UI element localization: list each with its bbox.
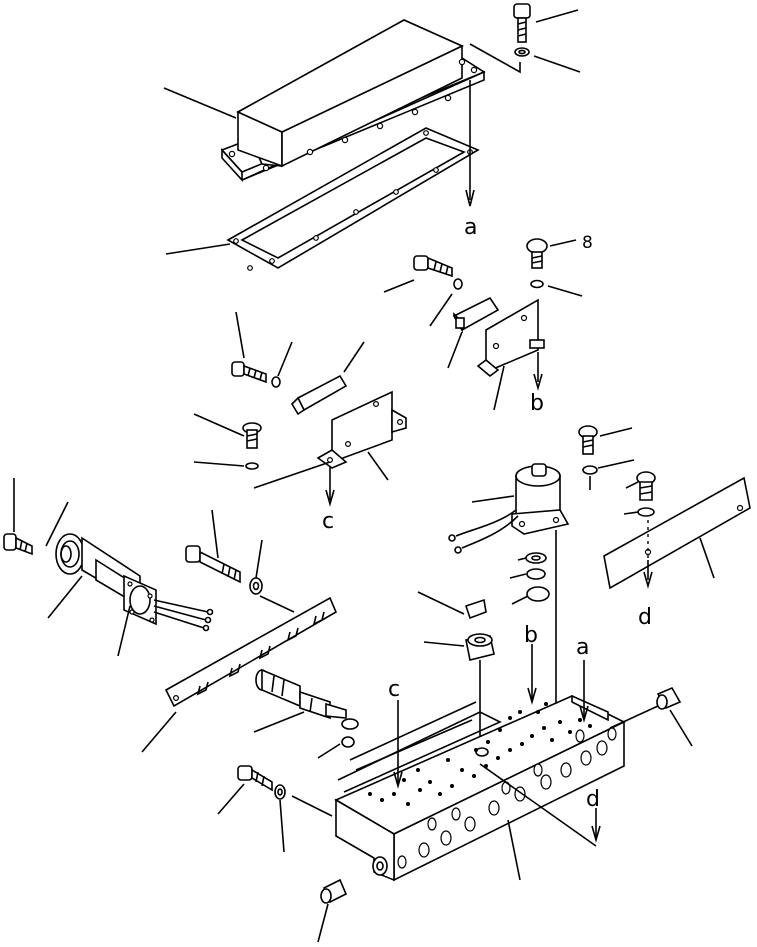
label-b-top: b [530, 391, 544, 416]
top-cover [220, 19, 486, 183]
valve-body [334, 694, 626, 882]
label-c-base: c [388, 677, 400, 702]
fitting-right [656, 686, 682, 710]
leader-lines-c [193, 311, 389, 481]
solenoid [448, 463, 570, 554]
label-d-top: d [638, 605, 652, 630]
label-c-top: c [322, 509, 334, 534]
leader-lines [163, 9, 581, 255]
label-d-base: d [586, 787, 600, 812]
bolt-right-mid [578, 425, 598, 475]
label-a-top: a [464, 215, 477, 240]
o-rings [525, 552, 550, 602]
label-b-base: b [524, 623, 538, 648]
leader-lines-sol [471, 427, 635, 722]
gasket [226, 127, 480, 271]
connector-bolt-left [3, 533, 33, 556]
middle-bracket [316, 390, 407, 469]
long-bolt [185, 545, 263, 595]
leader-lines-b [383, 239, 583, 411]
bolt-mid-left [231, 361, 281, 388]
cover-plate-d [603, 476, 751, 590]
bolt-plate-d [636, 471, 656, 517]
fitting-bottom [320, 878, 348, 904]
leader-lines-base [217, 783, 521, 881]
bolt-right-upper [413, 255, 463, 290]
bolt-base [237, 765, 286, 800]
valve-spool [255, 668, 359, 748]
bolt-8 [526, 238, 548, 289]
bolt-mid [242, 422, 262, 470]
small-relay-left [290, 374, 348, 416]
small-relay-right [452, 296, 500, 334]
label-num8: 8 [582, 233, 593, 253]
label-a-base: a [576, 635, 589, 660]
leader-lines-left [13, 478, 263, 657]
cap-plug [464, 598, 495, 661]
leader-lines-spool [253, 711, 341, 759]
connector-assembly [55, 533, 214, 632]
cover-bolt [513, 3, 531, 57]
upper-right-bracket [476, 298, 545, 378]
comb-plate [164, 596, 338, 708]
leader-lines-d [623, 481, 715, 579]
